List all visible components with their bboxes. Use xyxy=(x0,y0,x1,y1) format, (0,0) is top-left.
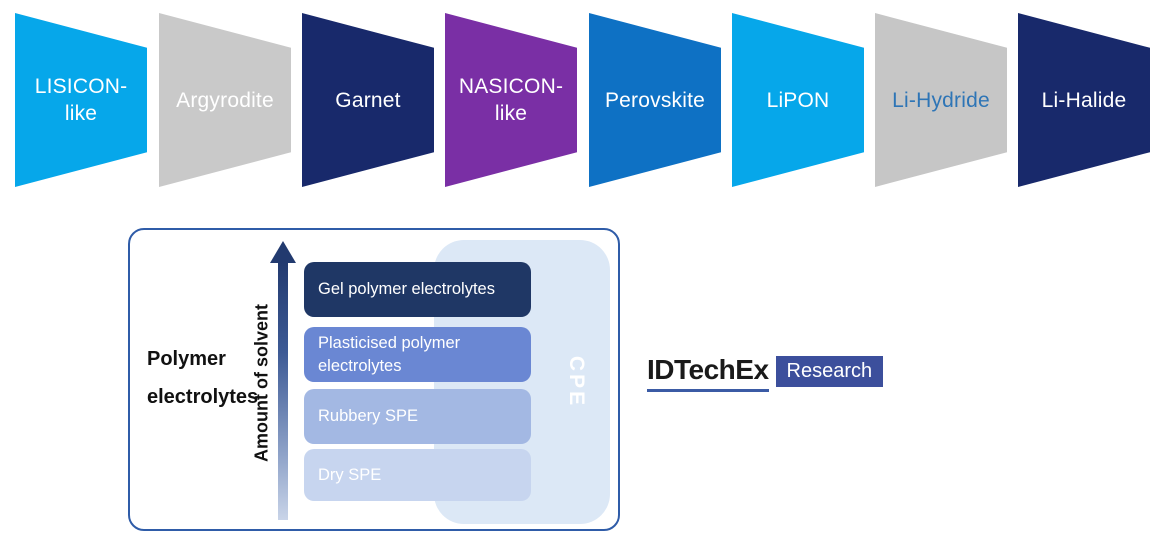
idtechex-wordmark: IDTechEx xyxy=(647,354,769,392)
label-line: Garnet xyxy=(335,88,401,112)
electrolyte-class-label: Li-Halide xyxy=(1042,87,1127,114)
label-line: NASICON- xyxy=(458,75,564,98)
electrolyte-class-lisicon-like: LISICON- like xyxy=(15,13,147,187)
electrolyte-class-label: LiPON xyxy=(767,87,830,114)
electrolyte-class-label: Li-Hydride xyxy=(892,87,990,114)
label-line: like xyxy=(64,102,98,125)
bar-dry-spe: Dry SPE xyxy=(304,449,531,501)
electrolyte-class-nasicon-like: NASICON- like xyxy=(445,13,577,187)
research-badge: Research xyxy=(775,356,884,387)
bar-gel-polymer-electrolytes: Gel polymer electrolytes xyxy=(304,262,531,317)
bar-label: Dry SPE xyxy=(318,465,382,484)
cpe-label: CPE xyxy=(565,355,588,409)
label-line: LISICON- xyxy=(34,75,128,98)
panel-title-line: electrolytes xyxy=(147,386,259,408)
solvent-axis-label: Amount of solvent xyxy=(251,304,272,462)
electrolyte-class-lipon: LiPON xyxy=(732,13,864,187)
panel-title-line: Polymer xyxy=(147,348,226,370)
electrolyte-class-argyrodite: Argyrodite xyxy=(159,13,291,187)
electrolyte-class-li-hydride: Li-Hydride xyxy=(875,13,1007,187)
label-line: Li-Halide xyxy=(1041,88,1127,112)
solvent-axis-arrowhead-icon xyxy=(270,241,296,263)
label-line: Argyrodite xyxy=(176,88,274,112)
electrolyte-class-label: NASICON- like xyxy=(459,73,563,127)
electrolyte-class-label: Argyrodite xyxy=(176,87,274,114)
panel-title: Polymer electrolytes xyxy=(147,340,258,416)
solvent-axis-arrow xyxy=(278,262,288,520)
electrolyte-class-perovskite: Perovskite xyxy=(589,13,721,187)
bar-label: Gel polymer electrolytes xyxy=(318,280,495,299)
electrolyte-class-garnet: Garnet xyxy=(302,13,434,187)
label-line: Perovskite xyxy=(604,88,706,112)
electrolyte-class-label: LISICON- like xyxy=(35,73,128,127)
idtechex-logo: IDTechEx Research xyxy=(647,354,884,392)
bar-rubbery-spe: Rubbery SPE xyxy=(304,389,531,444)
bar-plasticised-polymer-electrolytes: Plasticised polymer electrolytes xyxy=(304,327,531,382)
label-line: LiPON xyxy=(766,88,830,112)
bar-label: Plasticised polymer electrolytes xyxy=(318,334,461,375)
label-line: Li-Hydride xyxy=(892,88,990,112)
polymer-electrolytes-panel: Polymer electrolytes CPE Amount of solve… xyxy=(128,228,620,531)
electrolyte-class-li-halide: Li-Halide xyxy=(1018,13,1150,187)
electrolyte-class-label: Garnet xyxy=(335,87,400,114)
electrolyte-class-label: Perovskite xyxy=(605,87,705,114)
bar-label: Rubbery SPE xyxy=(318,407,418,426)
label-line: like xyxy=(494,102,528,125)
